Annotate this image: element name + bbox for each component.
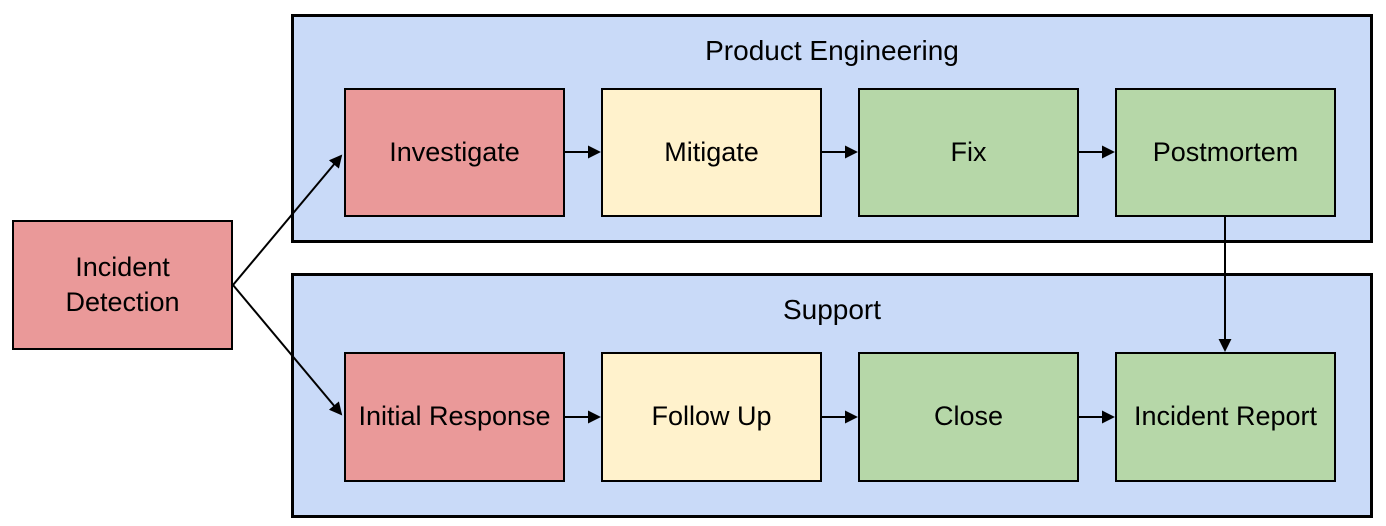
node-incident-detection: Incident Detection xyxy=(12,220,233,350)
node-close: Close xyxy=(858,352,1079,482)
node-mitigate: Mitigate xyxy=(601,88,822,217)
lane-title-product-engineering: Product Engineering xyxy=(705,35,959,66)
node-fix: Fix xyxy=(858,88,1079,217)
lane-title-support: Support xyxy=(782,294,882,325)
node-follow-up: Follow Up xyxy=(601,352,822,482)
node-incident-report: Incident Report xyxy=(1115,352,1336,482)
node-postmortem: Postmortem xyxy=(1115,88,1336,217)
node-initial-response: Initial Response xyxy=(344,352,565,482)
node-investigate: Investigate xyxy=(344,88,565,217)
